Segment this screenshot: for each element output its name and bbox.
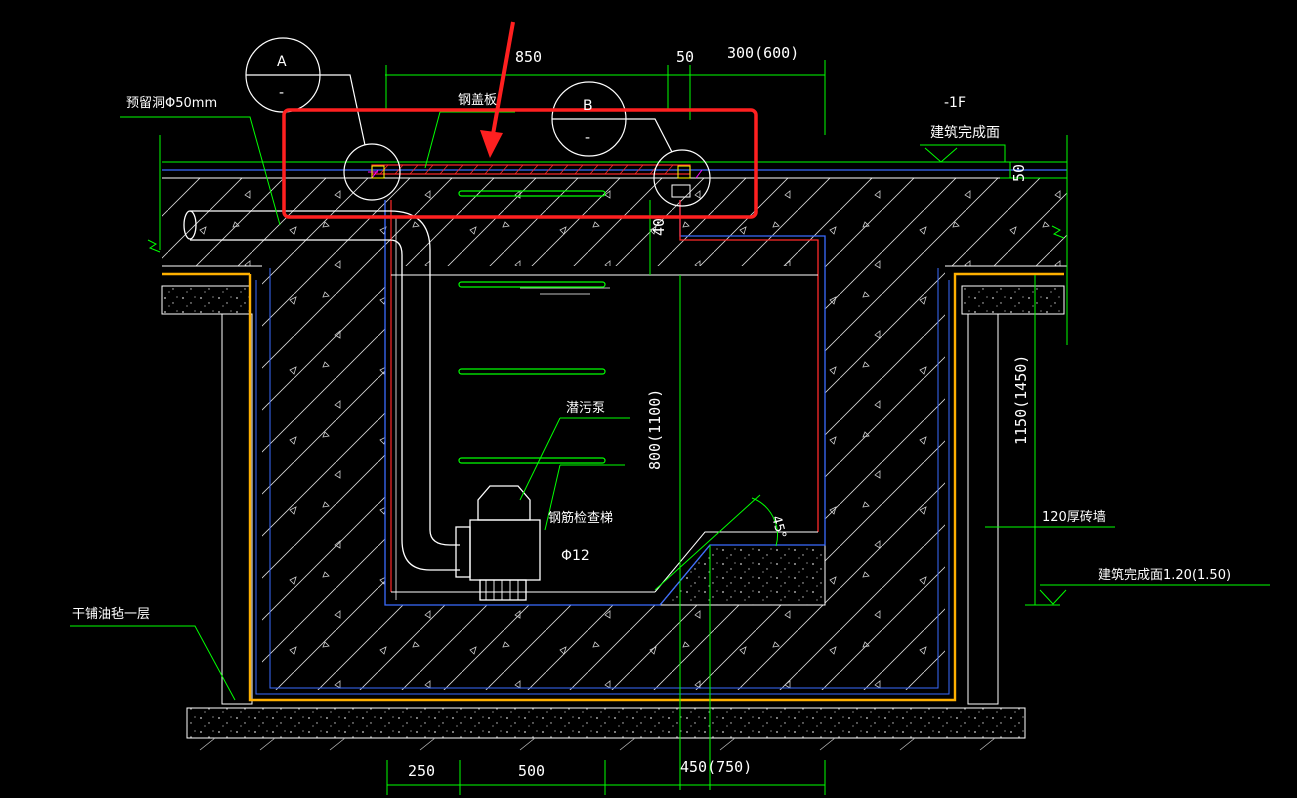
- callout-a-label: A: [277, 54, 287, 70]
- dim-bottom-left: 250: [408, 762, 435, 780]
- angle-label: 45°: [768, 514, 788, 540]
- callout-b-sub: -: [585, 130, 590, 146]
- rebar-dia-label: Φ12: [561, 548, 590, 564]
- dim-pit-depth: 800(1100): [646, 389, 664, 470]
- dim-top-width: 850: [515, 48, 542, 66]
- finished-surface-bottom-label: 建筑完成面1.20(1.50): [1098, 567, 1231, 583]
- highlight-arrow: [490, 21, 515, 141]
- steel-cover-label: 钢盖板: [458, 93, 497, 108]
- dim-bottom-mid: 500: [518, 762, 545, 780]
- right-ledge: [961, 285, 1065, 315]
- dim-top-right: 300(600): [727, 44, 799, 62]
- dim-cover-depth: 40: [650, 218, 668, 236]
- steel-cover-plate: [368, 164, 703, 198]
- level-symbols: [924, 147, 1067, 605]
- callout-b-label: B: [583, 98, 593, 114]
- finished-surface-top-label: 建筑完成面: [930, 125, 1000, 141]
- sewage-pump-label: 潜污泵: [566, 401, 605, 416]
- floor-level-label: -1F: [944, 95, 966, 111]
- callout-a-sub: -: [279, 85, 284, 101]
- highlight-box: [282, 108, 758, 219]
- outline: [162, 161, 1067, 705]
- rebar-ladder-label: 钢筋检查梯: [548, 510, 613, 526]
- left-ledge: [161, 285, 251, 315]
- sewage-pump-shape: [455, 485, 541, 601]
- brick-wall-label: 120厚砖墙: [1042, 510, 1106, 525]
- dim-top-gap: 50: [676, 48, 694, 66]
- ladder-rungs: [458, 190, 606, 464]
- dimension-lines: [70, 60, 1270, 795]
- reserved-hole-label: 预留洞Φ50mm: [126, 96, 217, 111]
- dim-wall-height: 1150(1450): [1012, 355, 1030, 445]
- concrete-structure: [161, 178, 1067, 751]
- dim-slab-thickness: 50: [1010, 164, 1028, 182]
- base-slab: [186, 707, 1026, 739]
- drain-pipe: [183, 210, 460, 600]
- felt-layer-label: 干铺油毡一层: [72, 607, 150, 622]
- break-symbols: [147, 225, 1065, 253]
- highlight-annotation: [282, 21, 758, 219]
- text-labels: A - B - 预留洞Φ50mm 钢盖板 -1F 建筑完成面 潜污泵 钢筋检查梯…: [72, 44, 1231, 780]
- dim-bottom-right: 450(750): [680, 758, 752, 776]
